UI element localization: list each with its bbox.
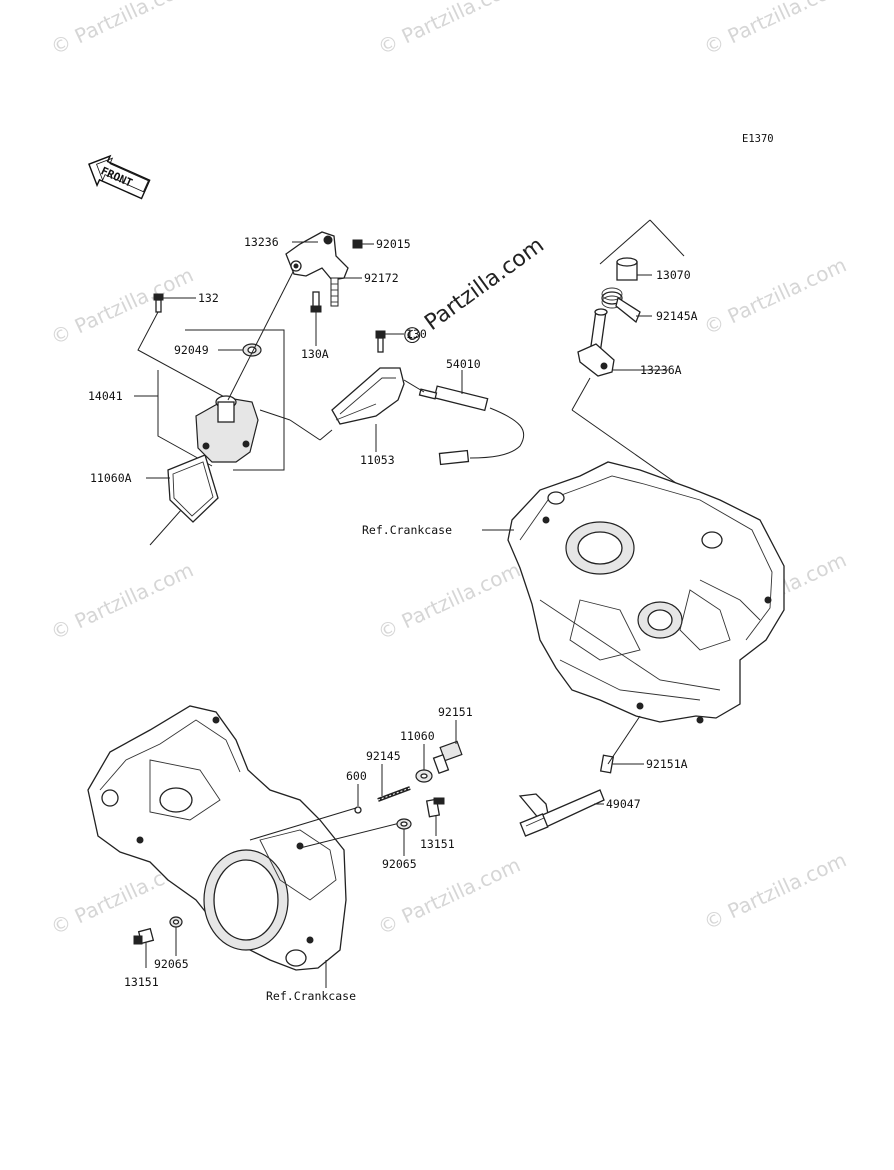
- label-130: 130: [406, 327, 427, 341]
- bolt-132: [153, 293, 164, 301]
- label-13070: 13070: [656, 268, 691, 282]
- front-arrow-icon: FRONT: [88, 154, 151, 200]
- watermark: © Partzilla.com: [700, 848, 850, 935]
- label-92145a: 92145A: [656, 309, 698, 323]
- watermark: © Partzilla.com: [47, 0, 197, 60]
- cover-14041: [195, 397, 259, 463]
- label-49047: 49047: [606, 797, 641, 811]
- label-92151: 92151: [438, 705, 473, 719]
- label-13236a: 13236A: [640, 363, 682, 377]
- label-92065-mid: 92065: [382, 857, 417, 871]
- label-11053: 11053: [360, 453, 395, 467]
- bolt-92151: [432, 740, 463, 775]
- watermark: © Partzilla.com: [700, 0, 850, 60]
- watermark: © Partzilla.com: [700, 253, 850, 340]
- spring-92172: [330, 277, 339, 307]
- spring-92145: [377, 786, 411, 802]
- label-13236: 13236: [244, 235, 279, 249]
- leader-lines: [134, 241, 668, 988]
- label-92065-left: 92065: [154, 957, 189, 971]
- watermark: © Partzilla.com: [47, 263, 197, 350]
- label-130a: 130A: [301, 347, 329, 361]
- shift-shaft-49047: [518, 789, 605, 837]
- label-ref-crankcase-lower: Ref.Crankcase: [266, 989, 356, 1003]
- part-labels: 13236 92015 132 92172 92049 130A 130 540…: [88, 235, 698, 1003]
- switch-13151-right: [425, 797, 445, 818]
- nut-92015: [352, 239, 363, 249]
- label-54010: 54010: [446, 357, 481, 371]
- label-92145: 92145: [366, 749, 401, 763]
- bolt-130: [375, 330, 386, 339]
- cover-11053: [259, 330, 405, 441]
- spring-92145a: [601, 287, 641, 324]
- label-92049: 92049: [174, 343, 209, 357]
- shift-lever-13236: [285, 231, 363, 313]
- crankcase-lower: [87, 705, 405, 971]
- ball-600: [354, 806, 362, 814]
- label-92172: 92172: [364, 271, 399, 285]
- label-13151-left: 13151: [124, 975, 159, 989]
- cable-54010: [403, 379, 525, 466]
- label-ref-crankcase-upper: Ref.Crankcase: [362, 523, 452, 537]
- label-132: 132: [198, 291, 219, 305]
- bolt-92151a: [599, 754, 615, 774]
- crankcase-upper: [507, 461, 785, 724]
- watermark: © Partzilla.com: [374, 0, 524, 60]
- label-13151-right: 13151: [420, 837, 455, 851]
- small-parts-lower: [133, 715, 641, 945]
- label-92151a: 92151A: [646, 757, 688, 771]
- label-92015: 92015: [376, 237, 411, 251]
- diagram-code: E1370: [742, 133, 774, 145]
- label-11060: 11060: [400, 729, 435, 743]
- watermark: © Partzilla.com: [47, 558, 197, 645]
- label-600: 600: [346, 769, 367, 783]
- label-11060a: 11060A: [90, 471, 132, 485]
- cover-assembly: [137, 265, 297, 546]
- lever-shaft-13236a: [577, 308, 615, 377]
- label-14041: 14041: [88, 389, 123, 403]
- watermark: © Partzilla.com: [374, 558, 524, 645]
- switch-13151-left: [133, 927, 155, 945]
